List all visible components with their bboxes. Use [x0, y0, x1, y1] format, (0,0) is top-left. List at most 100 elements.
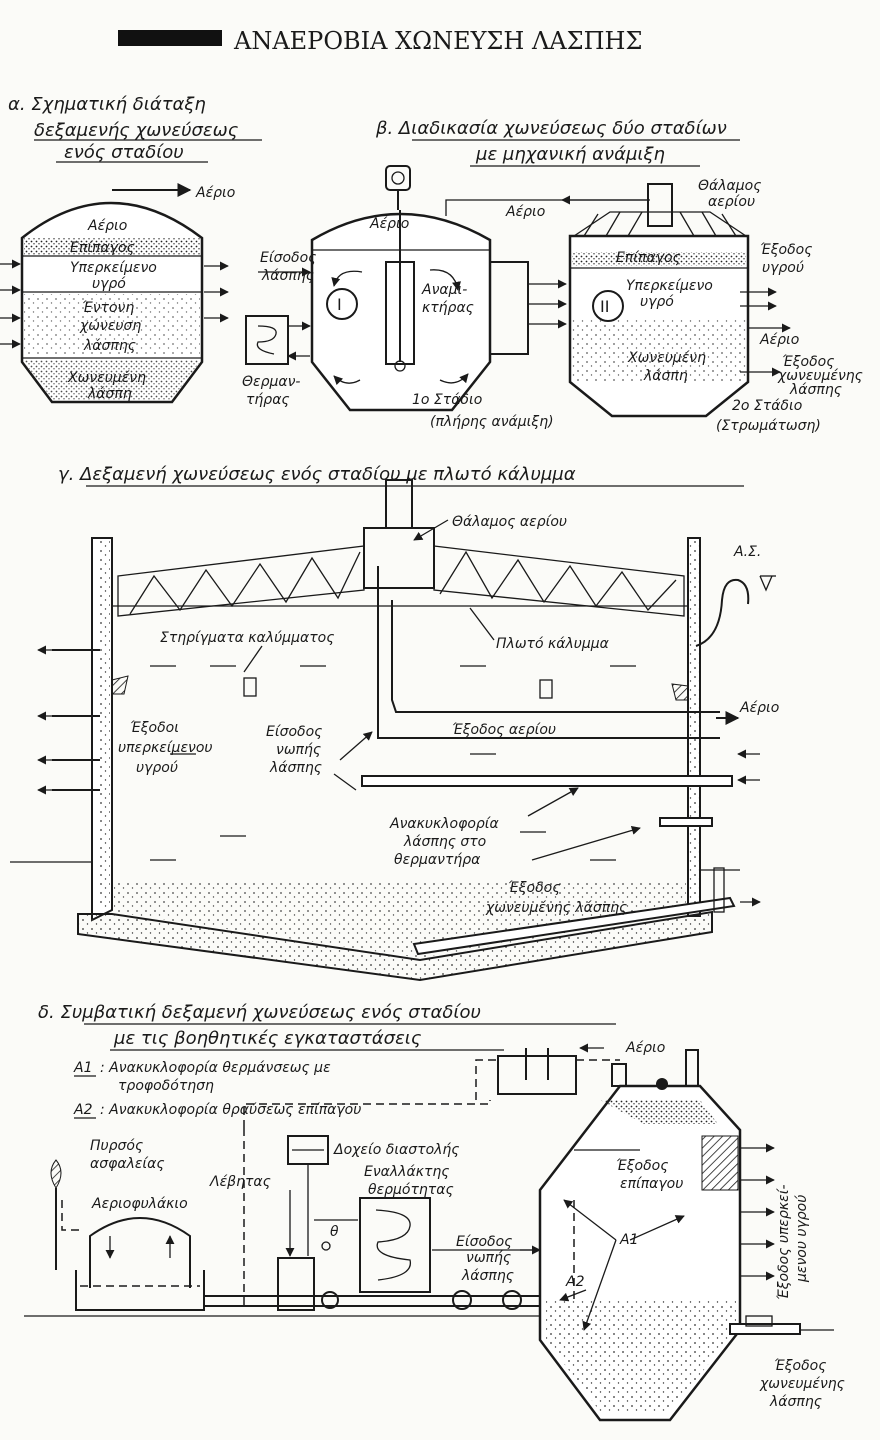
- boiler-label: Λέβητας: [209, 1174, 271, 1190]
- section-d-conventional: δ. Συμβατική δεξαμενή χωνεύσεως ενός στα…: [24, 1002, 845, 1422]
- super-out-label-1: Έξοδος υπερκεί-: [776, 1185, 792, 1301]
- stage2-digested-1: Χωνευμένη: [627, 350, 706, 366]
- section-d-heading-l2: με τις βοηθητικές εγκαταστάσεις: [113, 1028, 422, 1049]
- hx-label-1: Εναλλάκτης: [364, 1164, 449, 1180]
- boiler: [277, 1257, 315, 1311]
- liquid-outlet-label-2: υγρού: [762, 260, 804, 276]
- section-b-two-stage: β. Διαδικασία χωνεύσεως δύο σταδίων με μ…: [242, 118, 863, 434]
- section-a-single-stage: α. Σχηματική διάταξη δεξαμενής χωνεύσεως…: [0, 94, 262, 404]
- stage1-inlet-label-1: Είσοδος: [260, 250, 316, 266]
- recirc-label-3: θερμαντήρα: [394, 852, 481, 868]
- raw-in-label-1: Είσοδος: [456, 1234, 512, 1250]
- active-digestion-label-1: Έντονη: [82, 300, 134, 316]
- gas-outlet-label: Έξοδος αερίου: [452, 722, 556, 738]
- section-a-heading-l3: ενός σταδίου: [64, 142, 184, 163]
- super-out-label-1: Έξοδοι: [130, 720, 179, 736]
- raw-in-label-1: Είσοδος: [266, 724, 322, 740]
- stage2-digout-2: χωνευμένης: [777, 368, 863, 384]
- scum-out-label-1: Έξοδος: [616, 1158, 668, 1174]
- legend-a2-text: : Ανακυκλοφορία θραύσεως επίπαγου: [100, 1102, 361, 1118]
- digested-sludge-bed: [114, 880, 686, 958]
- stage2-scum-layer: [572, 252, 746, 266]
- stage2-digested-2: λάσπη: [643, 368, 688, 384]
- stage2-digout-1: Έξοδος: [782, 354, 834, 370]
- legend-a1-text-1: : Ανακυκλοφορία θερμάνσεως με: [100, 1060, 331, 1076]
- section-b-heading-l2: με μηχανική ανάμιξη: [475, 144, 665, 165]
- gas-trap: [497, 1055, 577, 1095]
- dig-out-label-1: Έξοδος: [508, 880, 560, 896]
- gas-zone-label: Αέριο: [87, 218, 127, 234]
- stage2-caption-2: (Στρωμάτωση): [716, 418, 821, 434]
- pump-3: [502, 1290, 522, 1310]
- a1-mark: Α1: [619, 1232, 638, 1248]
- stage1-marker-label: I: [337, 295, 342, 314]
- pump-2: [452, 1290, 472, 1310]
- scum-out-label-2: επίπαγου: [620, 1176, 683, 1192]
- scum-outlet-box: [701, 1135, 739, 1191]
- theta-label: θ: [330, 1224, 339, 1240]
- raw-in-label-3: λάσπης: [461, 1268, 514, 1284]
- stage2-marker: [592, 290, 624, 322]
- active-digestion-label-2: χώνευση: [79, 318, 141, 334]
- redaction-bar: [118, 30, 222, 46]
- supernatant-label-1: Υπερκείμενο: [70, 260, 157, 276]
- scum-layer: [24, 238, 200, 256]
- title-block: ΑΝΑΕΡΟΒΙΑ ΧΩΝΕΥΣΗ ΛΑΣΠΗΣ: [118, 27, 642, 55]
- raw-in-label-2: νωπής: [466, 1250, 511, 1266]
- stage1-marker: [326, 288, 358, 320]
- legend-a1-code: Α1: [73, 1060, 92, 1076]
- raw-in-label-2: νωπής: [276, 742, 321, 758]
- gas-label: Αέριο: [625, 1040, 665, 1056]
- stage2-marker-label: II: [600, 297, 609, 316]
- stage1-caption-1: 1ο Στάδιο: [412, 392, 482, 408]
- pump-1: [321, 1291, 339, 1309]
- chamber-label-1: Θάλαμος: [698, 178, 761, 194]
- super-out-label-3: υγρού: [136, 760, 178, 776]
- digested-sludge-zone: [24, 360, 200, 400]
- stage1-caption-2: (πλήρης ανάμιξη): [430, 414, 554, 430]
- digested-outlet-pipe: [412, 896, 736, 956]
- raw-in-label-3: λάσπης: [269, 760, 322, 776]
- expansion-tank-label: Δοχείο διαστολής: [333, 1142, 460, 1158]
- gas-chamber-label: Θάλαμος αερίου: [452, 514, 567, 530]
- heater-label-1: Θερμαν-: [242, 374, 300, 390]
- scum-label: Επίπαγος: [70, 240, 135, 256]
- page-title: ΑΝΑΕΡΟΒΙΑ ΧΩΝΕΥΣΗ ΛΑΣΠΗΣ: [233, 27, 642, 55]
- mixer-label-2: κτήρας: [422, 300, 474, 316]
- tank-floor: [77, 910, 713, 982]
- gas-right-label: Αέριο: [739, 700, 779, 716]
- dig-out-label-2: χωνευμένης λάσπης: [485, 900, 627, 916]
- gas-holder-label: Αεριοφυλάκιο: [91, 1196, 188, 1212]
- recirc-label-2: λάσπης στο: [403, 834, 486, 850]
- section-a-heading-l2: δεξαμενής χωνεύσεως: [34, 120, 239, 141]
- stage1-inlet-label-2: λάσπης: [261, 268, 314, 284]
- flare-label-1: Πυρσός: [90, 1138, 143, 1154]
- section-d-heading-l1: δ. Συμβατική δεξαμενή χωνεύσεως ενός στα…: [38, 1002, 481, 1023]
- heat-exchanger: [359, 1197, 431, 1293]
- heater-label-2: τήρας: [246, 392, 290, 408]
- chamber-label-2: αερίου: [708, 194, 755, 210]
- flare-label-2: ασφαλείας: [90, 1156, 165, 1172]
- water-level-label: Α.Σ.: [733, 544, 761, 560]
- hx-label-2: θερμότητας: [368, 1182, 454, 1198]
- floating-gas-chamber: [363, 527, 435, 589]
- stage2-supernatant-1: Υπερκείμενο: [626, 278, 713, 294]
- active-digestion-label-3: λάσπης: [83, 338, 136, 354]
- stage2-gas-right-label: Αέριο: [759, 332, 799, 348]
- cover-supports-label: Στηρίγματα καλύμματος: [160, 630, 334, 646]
- heater-box: [245, 315, 289, 365]
- recirc-label-1: Ανακυκλοφορία: [389, 816, 500, 832]
- a2-mark: Α2: [565, 1274, 585, 1290]
- stage2-digout-3: λάσπης: [789, 382, 842, 398]
- liquid-outlet-label-1: Έξοδος: [760, 242, 812, 258]
- section-a-heading-l1: α. Σχηματική διάταξη: [8, 94, 206, 115]
- scum-zone: [600, 1100, 718, 1124]
- digester-sludge-zone: [546, 1300, 736, 1414]
- section-c-heading: γ. Δεξαμενή χωνεύσεως ενός σταδίου με πλ…: [58, 464, 576, 485]
- supernatant-label-2: υγρό: [92, 276, 126, 292]
- super-out-label-2: υπερκείμενου: [118, 740, 213, 756]
- super-out-label-2: μενου υγρού: [794, 1195, 810, 1283]
- section-b-heading-l1: β. Διαδικασία χωνεύσεως δύο σταδίων: [375, 118, 727, 139]
- flare-icon: [50, 1159, 62, 1189]
